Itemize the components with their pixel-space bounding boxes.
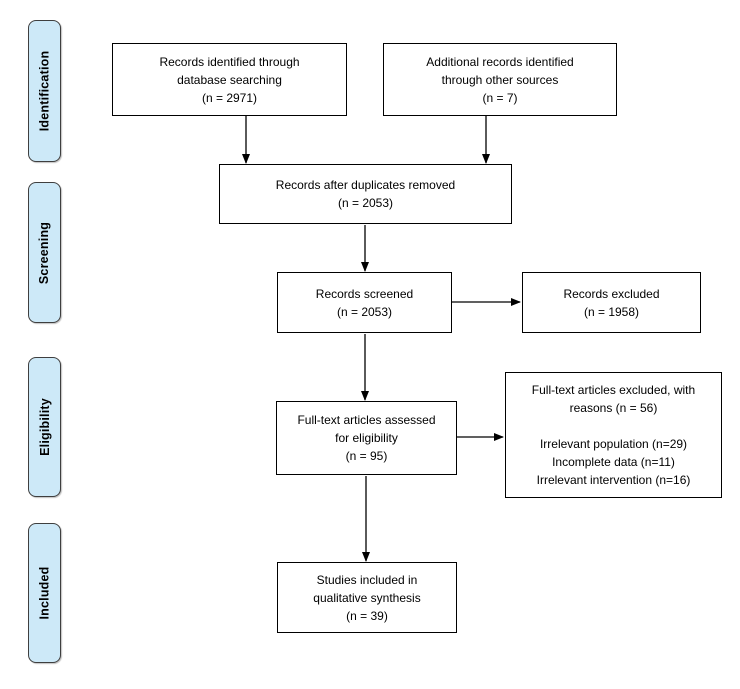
box-records-excluded: Records excluded (n = 1958) <box>522 272 701 333</box>
stage-label-screening: Screening <box>28 182 61 323</box>
box-records-after-duplicates-removed: Records after duplicates removed (n = 20… <box>219 164 512 224</box>
stage-label-included: Included <box>28 523 61 663</box>
box-fulltext-articles-excluded: Full-text articles excluded, with reason… <box>505 372 722 498</box>
box-text: Records after duplicates removed (n = 20… <box>275 178 456 210</box>
stage-label-text: Identification <box>37 50 52 132</box>
stage-label-eligibility: Eligibility <box>28 357 61 497</box>
stage-label-text: Included <box>37 566 52 620</box>
box-text: Additional records identified through ot… <box>426 54 574 105</box>
box-text: Full-text articles excluded, with reason… <box>531 383 696 487</box>
stage-label-text: Screening <box>37 221 52 284</box>
box-fulltext-articles-assessed: Full-text articles assessed for eligibil… <box>276 401 457 475</box>
box-studies-included-qualitative: Studies included in qualitative synthesi… <box>277 562 457 633</box>
stage-label-identification: Identification <box>28 20 61 162</box>
box-text: Full-text articles assessed for eligibil… <box>297 413 436 463</box>
box-text: Records screened (n = 2053) <box>315 286 414 319</box>
stage-label-text: Eligibility <box>37 398 52 456</box>
box-text: Studies included in qualitative synthesi… <box>313 572 421 623</box>
box-text: Records identified through database sear… <box>159 54 300 105</box>
box-text: Records excluded (n = 1958) <box>563 286 660 319</box>
box-records-screened: Records screened (n = 2053) <box>277 272 452 333</box>
box-additional-records-other-sources: Additional records identified through ot… <box>383 43 617 116</box>
box-records-identified-database: Records identified through database sear… <box>112 43 347 116</box>
